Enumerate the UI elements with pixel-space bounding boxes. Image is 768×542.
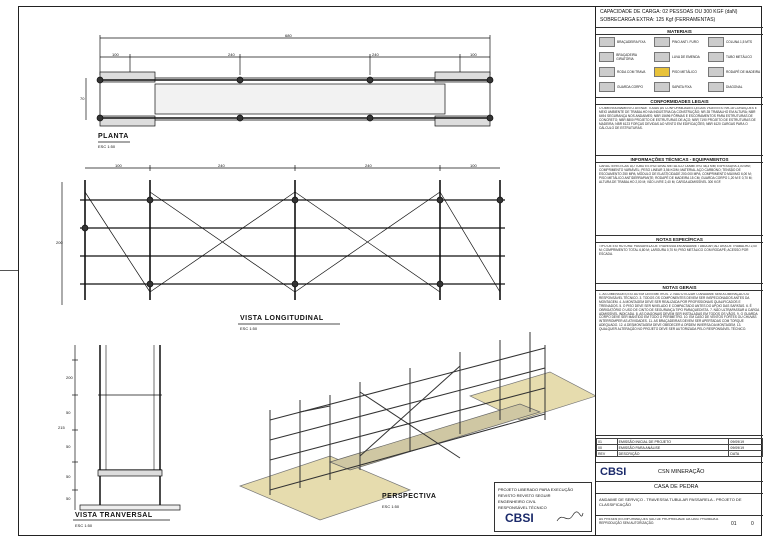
guardrail-icon: [599, 82, 615, 92]
specific-notes-text: TIPO DE ESTRUTURA: PASSARELA DE TRAVESSI…: [599, 245, 757, 256]
general-notes-text: 1. AS DIMENSÕES ESTÃO EM CENTÍMETROS. 2.…: [599, 293, 760, 332]
tech-section: INFORMAÇÕES TÉCNICAS - EQUIPAMENTOS CARA…: [596, 156, 763, 236]
overload-text: SOBRECARGA EXTRA: 125 Kgf (FERRAMENTAS): [600, 17, 716, 23]
specific-notes-section: NOTAS ESPECÍFICAS TIPO DE ESTRUTURA: PAS…: [596, 236, 763, 284]
perspective-title: PERSPECTIVA: [382, 493, 437, 500]
plan-view: [85, 35, 494, 143]
column-icon: [708, 37, 724, 47]
deck-icon: [654, 67, 670, 77]
capacity-section: CAPACIDADE DE CARGA: 02 PESSOAS OU 300 K…: [596, 6, 763, 28]
plan-scale: ESC 1:50: [98, 144, 116, 149]
diagonal-icon: [708, 82, 724, 92]
drawing-canvas: [61, 35, 595, 521]
material-item: TUBO METÁLICO: [708, 52, 762, 62]
material-item: LUVA DE EMENDA: [654, 52, 708, 62]
fold-mark: [0, 270, 18, 271]
long-height-dim: 200: [56, 240, 63, 245]
material-item: COLUNA 1,5 MTS: [708, 37, 762, 47]
legal-section: CONFORMIDADES LEGAIS O DIMENSIONAMENTO A…: [596, 98, 763, 156]
perspective-view: [239, 332, 595, 521]
materials-title: MATERIAIS: [596, 29, 763, 35]
project-name: CASA DE PEDRA: [654, 484, 699, 490]
longitudinal-view: [61, 165, 505, 325]
revision-header: REV DESCRIÇÃO DATA: [596, 450, 763, 457]
footer-section: AS PRESENTES INFORMAÇÕES SÃO DE PROPRIED…: [596, 516, 763, 536]
plan-dim-1: 100: [112, 52, 119, 57]
legal-text: O DIMENSIONAMENTO ATENDE TODAS AS CONFOR…: [599, 107, 757, 130]
plan-dim-4: 100: [470, 52, 477, 57]
stamp-line: REVISTO REVISTO SEGUIR: [498, 493, 551, 498]
drawing-frame: [18, 6, 762, 536]
description-section: ANDAIME DE SERVIÇO - TRAVESSIA TUBULAR P…: [596, 494, 763, 516]
rev-header-cell: DATA: [728, 450, 763, 457]
longitudinal-title: VISTA LONGITUDINAL: [240, 315, 324, 322]
material-item: RODAPÉ DE MADEIRA: [708, 67, 762, 77]
sheet-number: 01: [731, 521, 737, 527]
client-section: CBSI CSN MINERAÇÃO: [596, 462, 763, 482]
materials-section: MATERIAIS BRAÇADEIRA FIXA PINO ANTI. FUR…: [596, 28, 763, 98]
long-dim-4: 100: [470, 163, 477, 168]
clamp-icon: [599, 37, 615, 47]
material-item: SAPATA FIXA: [654, 82, 708, 92]
footer-text: AS PRESENTES INFORMAÇÕES SÃO DE PROPRIED…: [599, 518, 719, 525]
trans-dim-4: 50: [66, 474, 71, 479]
specific-notes-title: NOTAS ESPECÍFICAS: [596, 237, 763, 243]
rev-header-cell: DESCRIÇÃO: [616, 450, 730, 457]
material-item: PISO METÁLICO: [654, 67, 708, 77]
trans-dim-6: 215: [58, 425, 65, 430]
revision-number: 0: [751, 521, 754, 527]
tube-icon: [708, 52, 724, 62]
trans-dim-3: 50: [66, 444, 71, 449]
general-notes-section: NOTAS GERAIS 1. AS DIMENSÕES ESTÃO EM CE…: [596, 284, 763, 436]
trans-dim-1: 200: [66, 375, 73, 380]
trans-dim-2: 50: [66, 410, 71, 415]
long-dim-3: 240: [365, 163, 372, 168]
material-item: RODA COM TRAVA: [599, 67, 653, 77]
material-item: BRAÇADEIRA GIRATÓRIA: [599, 52, 653, 62]
plan-total-dim: 680: [285, 33, 292, 38]
longitudinal-scale: ESC 1:50: [240, 326, 258, 331]
toeboard-icon: [708, 67, 724, 77]
rev-header-cell: REV: [596, 450, 618, 457]
title-block-panel: CAPACIDADE DE CARGA: 02 PESSOAS OU 300 K…: [595, 6, 763, 536]
stamp-line: PROJETO LIBERADO PARA EXECUÇÃO: [498, 487, 574, 492]
transversal-scale: ESC 1:50: [75, 523, 93, 528]
perspective-scale: ESC 1:50: [382, 504, 400, 509]
long-dim-1: 100: [115, 163, 122, 168]
tech-text: CARACTERÍSTICAS DO TUBO ESTRUTURAL METÁL…: [599, 165, 753, 184]
plan-title: PLANTA: [98, 133, 129, 140]
stamp-line: ENGENHEIRO CIVIL: [498, 499, 537, 504]
transversal-view: [72, 345, 181, 521]
plan-dim-3: 240: [372, 52, 379, 57]
plan-width-dim: 70: [80, 96, 85, 101]
pin-icon: [654, 37, 670, 47]
capacity-text: CAPACIDADE DE CARGA: 02 PESSOAS OU 300 K…: [600, 9, 738, 15]
material-item: GUARDA CORPO: [599, 82, 653, 92]
base-plate-icon: [654, 82, 670, 92]
stamp-line: RESPONSÁVEL TÉCNICO: [498, 505, 547, 510]
project-section: CASA DE PEDRA: [596, 482, 763, 494]
drawing-description: ANDAIME DE SERVIÇO - TRAVESSIA TUBULAR P…: [599, 497, 742, 507]
client-name: CSN MINERAÇÃO: [658, 469, 705, 475]
swivel-clamp-icon: [599, 52, 615, 62]
approval-stamp: PROJETO LIBERADO PARA EXECUÇÃO REVISTO R…: [494, 482, 592, 532]
plan-dim-2: 240: [228, 52, 235, 57]
general-notes-title: NOTAS GERAIS: [596, 285, 763, 291]
material-item: PINO ANTI. FURO: [654, 37, 708, 47]
legal-title: CONFORMIDADES LEGAIS: [596, 99, 763, 105]
stamp-logo: CBSI: [505, 511, 534, 525]
revision-table: 01 EMISSÃO INICIAL DE PROJETO 09/09/19 0…: [596, 438, 763, 457]
client-logo: CBSI: [600, 466, 627, 478]
signature-icon: [556, 511, 584, 522]
material-item: DIAGONAL: [708, 82, 762, 92]
transversal-title: VISTA TRANVERSAL: [75, 512, 153, 519]
sleeve-icon: [654, 52, 670, 62]
material-item: BRAÇADEIRA FIXA: [599, 37, 653, 47]
trans-dim-5: 50: [66, 496, 71, 501]
wheel-icon: [599, 67, 615, 77]
long-dim-2: 240: [218, 163, 225, 168]
tech-title: INFORMAÇÕES TÉCNICAS - EQUIPAMENTOS: [596, 157, 763, 163]
